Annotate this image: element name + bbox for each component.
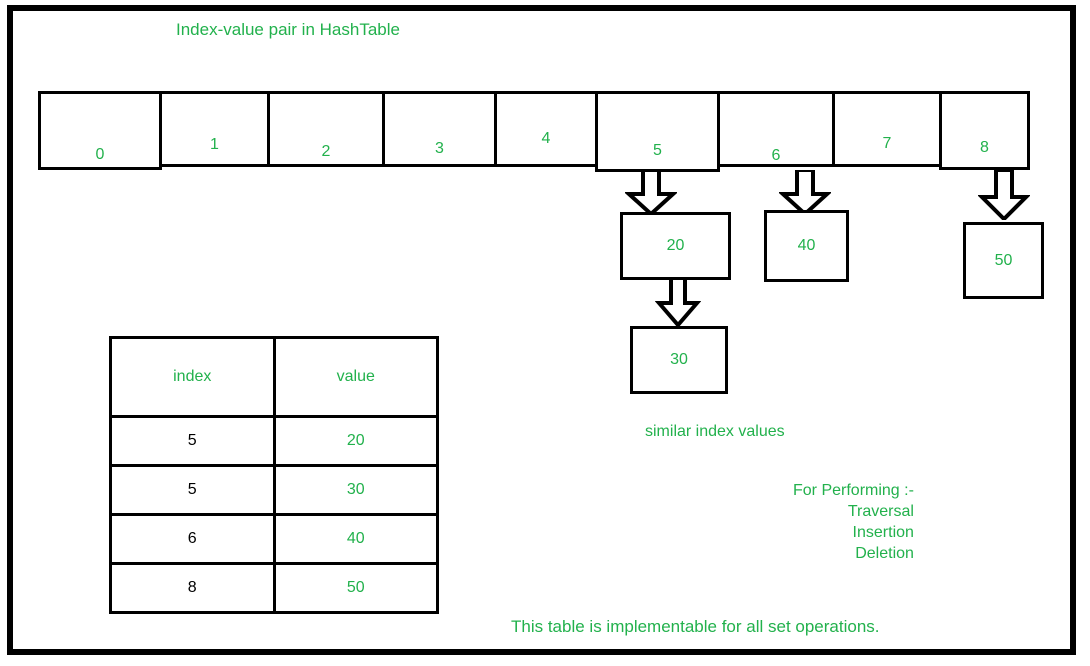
- array-cell-6[interactable]: 6: [717, 91, 835, 167]
- table-cell-value-value: 20: [346, 432, 365, 449]
- value-box-20[interactable]: 20: [620, 212, 731, 280]
- table-cell-index: 5: [109, 415, 276, 467]
- table-cell-value: 20: [272, 415, 439, 467]
- outer-border-frame: [7, 5, 1076, 655]
- value-box-label: 40: [797, 237, 816, 254]
- operation-deletion: Deletion: [855, 545, 914, 562]
- array-cell-label: 0: [95, 146, 105, 163]
- array-cell-label: 8: [980, 139, 989, 156]
- table-cell-index-value: 8: [187, 579, 197, 596]
- operations-note: For Performing :- Traversal Insertion De…: [793, 480, 914, 564]
- array-cell-label: 7: [882, 135, 892, 152]
- array-cell-2[interactable]: 2: [267, 91, 385, 167]
- hash-array-row: 0 1 2 3 4 5 6 7 8: [38, 91, 1030, 172]
- table-cell-value: 30: [272, 464, 439, 516]
- similar-index-values-label: similar index values: [645, 423, 785, 440]
- table-cell-index: 5: [109, 464, 276, 516]
- arrow-cell6-to-box40: [779, 170, 831, 215]
- table-header-index-label: index: [173, 368, 212, 385]
- arrow-box20-to-box30: [655, 278, 701, 326]
- arrow-cell8-to-box50: [978, 170, 1030, 220]
- array-cell-label: 4: [541, 130, 551, 147]
- table-cell-index: 8: [109, 562, 276, 614]
- operation-insertion: Insertion: [852, 524, 914, 541]
- array-cell-7[interactable]: 7: [832, 91, 942, 167]
- page-title: Index-value pair in HashTable: [176, 20, 400, 39]
- operation-traversal: Traversal: [847, 503, 914, 520]
- table-cell-value-value: 30: [346, 481, 365, 498]
- table-header-value-label: value: [336, 368, 375, 385]
- table-cell-index-value: 5: [187, 481, 197, 498]
- array-cell-label: 6: [771, 147, 781, 164]
- operations-title: For Performing :-: [793, 482, 914, 499]
- table-row[interactable]: 8 50: [109, 562, 439, 614]
- array-cell-3[interactable]: 3: [382, 91, 497, 167]
- array-cell-0[interactable]: 0: [38, 91, 162, 170]
- value-box-label: 30: [670, 351, 688, 368]
- table-cell-value-value: 50: [346, 579, 365, 596]
- array-cell-1[interactable]: 1: [159, 91, 270, 167]
- arrow-cell5-to-box20: [625, 170, 677, 215]
- array-cell-label: 2: [321, 143, 331, 160]
- value-box-40[interactable]: 40: [764, 210, 849, 282]
- table-cell-index-value: 5: [187, 432, 197, 449]
- value-box-label: 20: [666, 237, 685, 254]
- array-cell-label: 3: [435, 140, 444, 157]
- array-cell-4[interactable]: 4: [494, 91, 598, 167]
- table-cell-index-value: 6: [187, 530, 197, 547]
- array-cell-5[interactable]: 5: [595, 91, 720, 172]
- array-cell-label: 5: [653, 142, 662, 159]
- table-header-row: index value: [109, 336, 439, 418]
- table-row[interactable]: 6 40: [109, 513, 439, 565]
- bottom-caption: This table is implementable for all set …: [511, 617, 880, 636]
- table-header-index: index: [109, 336, 276, 418]
- table-row[interactable]: 5 30: [109, 464, 439, 516]
- array-cell-label: 1: [210, 136, 219, 153]
- array-cell-8[interactable]: 8: [939, 91, 1030, 170]
- table-cell-value: 50: [272, 562, 439, 614]
- value-box-50[interactable]: 50: [963, 222, 1044, 299]
- value-box-30[interactable]: 30: [630, 326, 728, 394]
- table-cell-index: 6: [109, 513, 276, 565]
- table-cell-value-value: 40: [346, 530, 365, 547]
- table-row[interactable]: 5 20: [109, 415, 439, 467]
- table-cell-value: 40: [272, 513, 439, 565]
- value-box-label: 50: [994, 251, 1013, 269]
- index-value-table: index value 5 20 5 30: [109, 336, 439, 614]
- table-header-value: value: [272, 336, 439, 418]
